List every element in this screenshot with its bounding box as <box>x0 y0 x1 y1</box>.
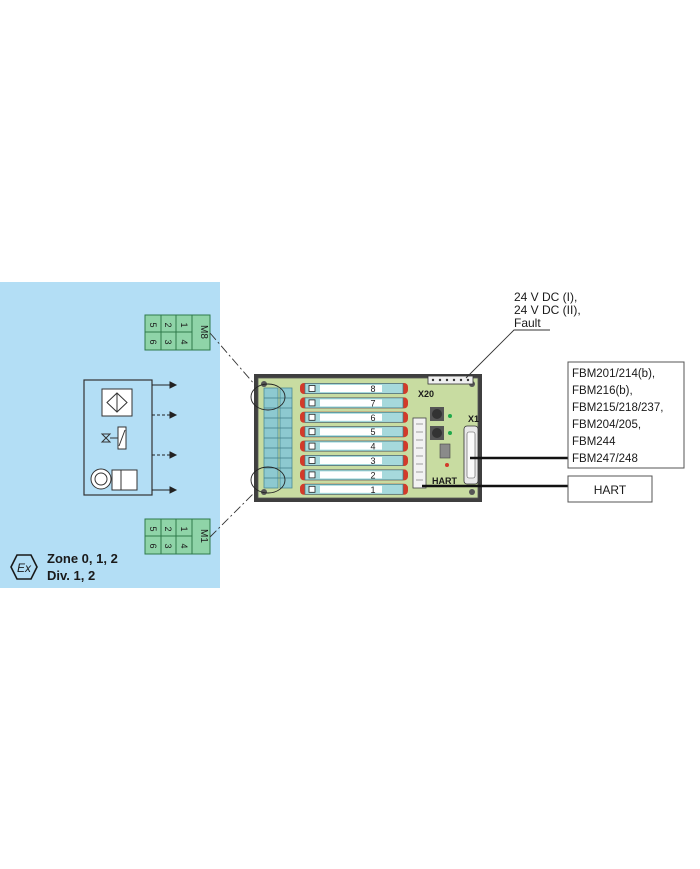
hart-box-label: HART <box>594 483 627 497</box>
slot-number: 4 <box>370 442 375 452</box>
terminal-cell: 1 <box>179 526 189 531</box>
slot-number: 8 <box>370 384 375 394</box>
status-led <box>448 414 452 418</box>
fbm-box: FBM201/214(b), FBM216(b), FBM215/218/237… <box>567 361 685 469</box>
module-slot: 8 <box>300 383 408 394</box>
module-slot: 2 <box>300 469 408 481</box>
module-slot: 6 <box>300 411 408 423</box>
module-slot: 7 <box>300 397 408 409</box>
terminal-block-m1: 5 6 2 3 1 4 M1 <box>144 518 211 555</box>
power-note: 24 V DC (I), 24 V DC (II), Fault <box>465 290 581 379</box>
terminal-cell: 1 <box>179 322 189 327</box>
module-slot: 5 <box>300 426 408 438</box>
slot-number: 2 <box>370 470 375 480</box>
module-slot: 1 <box>300 483 408 495</box>
terminal-block-m8: 5 6 2 3 1 4 M8 <box>144 314 211 351</box>
fbm-line: FBM215/218/237, <box>572 402 663 414</box>
slot-number: 3 <box>370 456 375 466</box>
zone-line-1: Zone 0, 1, 2 <box>47 551 118 566</box>
x1-label: X1 <box>468 414 479 424</box>
fbm-line: FBM247/248 <box>572 453 638 465</box>
terminal-cell: 4 <box>179 339 189 344</box>
terminal-cell: 6 <box>148 543 158 548</box>
fbm-line: FBM216(b), <box>572 385 633 397</box>
fbm-line: FBM201/214(b), <box>572 368 655 380</box>
terminal-cell: 6 <box>148 339 158 344</box>
motor-icon <box>90 468 138 491</box>
termination-board: 8 7 6 5 4 3 2 1 X20 HART <box>250 374 482 502</box>
terminal-cell: 2 <box>163 526 173 531</box>
zone-line-2: Div. 1, 2 <box>47 568 95 583</box>
terminal-cell: 5 <box>148 526 158 531</box>
fbm-line: FBM204/205, <box>572 419 641 431</box>
terminal-cell: 4 <box>179 543 189 548</box>
power-note-line: 24 V DC (I), <box>514 290 577 304</box>
power-note-line: 24 V DC (II), <box>514 303 581 317</box>
field-device <box>83 379 178 496</box>
terminal-label-m8: M8 <box>198 325 209 339</box>
slot-number: 7 <box>370 398 375 408</box>
chip <box>439 443 451 459</box>
hart-board-label: HART <box>432 476 457 486</box>
status-led <box>448 431 452 435</box>
valve-icon <box>100 426 127 450</box>
ex-zone-label: Ex Zone 0, 1, 2 Div. 1, 2 <box>10 551 118 583</box>
terminal-cell: 2 <box>163 322 173 327</box>
terminal-label-m1: M1 <box>198 529 209 543</box>
slot-number: 5 <box>370 427 375 437</box>
cables <box>422 456 568 488</box>
leader-lines <box>209 332 263 538</box>
power-note-line: Fault <box>514 316 541 330</box>
fbm-line: FBM244 <box>572 436 616 448</box>
slot-number: 1 <box>370 485 375 495</box>
terminal-cell: 3 <box>163 339 173 344</box>
hart-box: HART <box>567 475 653 503</box>
terminal-cell: 5 <box>148 322 158 327</box>
module-slots: 8 7 6 5 4 3 2 1 <box>300 383 408 495</box>
ex-hexagon-icon <box>10 554 38 580</box>
ex-symbol-text: Ex <box>17 561 32 575</box>
module-slot: 3 <box>300 455 408 466</box>
x20-connector <box>427 375 474 385</box>
field-terminal-strip <box>263 387 293 489</box>
slot-number: 6 <box>370 413 375 423</box>
module-slot: 4 <box>300 440 408 452</box>
x20-label: X20 <box>418 389 434 399</box>
fault-led <box>445 463 449 467</box>
terminal-cell: 3 <box>163 543 173 548</box>
